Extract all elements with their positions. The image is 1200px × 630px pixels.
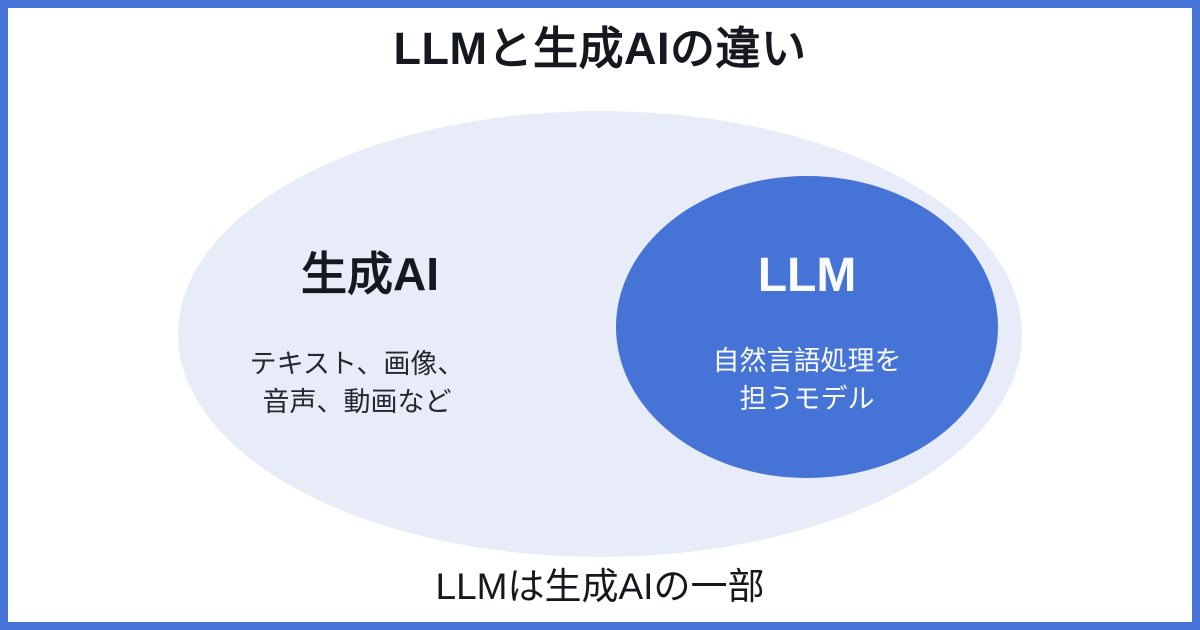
- llm-description-line-2: 担うモデル: [739, 384, 875, 414]
- generative-ai-set-description: テキスト、画像、 音声、動画など: [197, 345, 517, 421]
- generative-ai-description-line-2: 音声、動画など: [262, 387, 452, 417]
- generative-ai-set-label: 生成AI: [301, 248, 439, 300]
- page-title: LLMと生成AIの違い: [393, 23, 807, 74]
- llm-set-description: 自然言語処理を 担うモデル: [616, 342, 998, 418]
- caption: LLMは生成AIの一部: [435, 566, 765, 607]
- llm-set-ellipse: LLM 自然言語処理を 担うモデル: [616, 176, 998, 478]
- llm-set-label: LLM: [757, 249, 857, 302]
- llm-description-line-1: 自然言語処理を: [712, 346, 902, 376]
- generative-ai-description-line-1: テキスト、画像、: [249, 349, 465, 379]
